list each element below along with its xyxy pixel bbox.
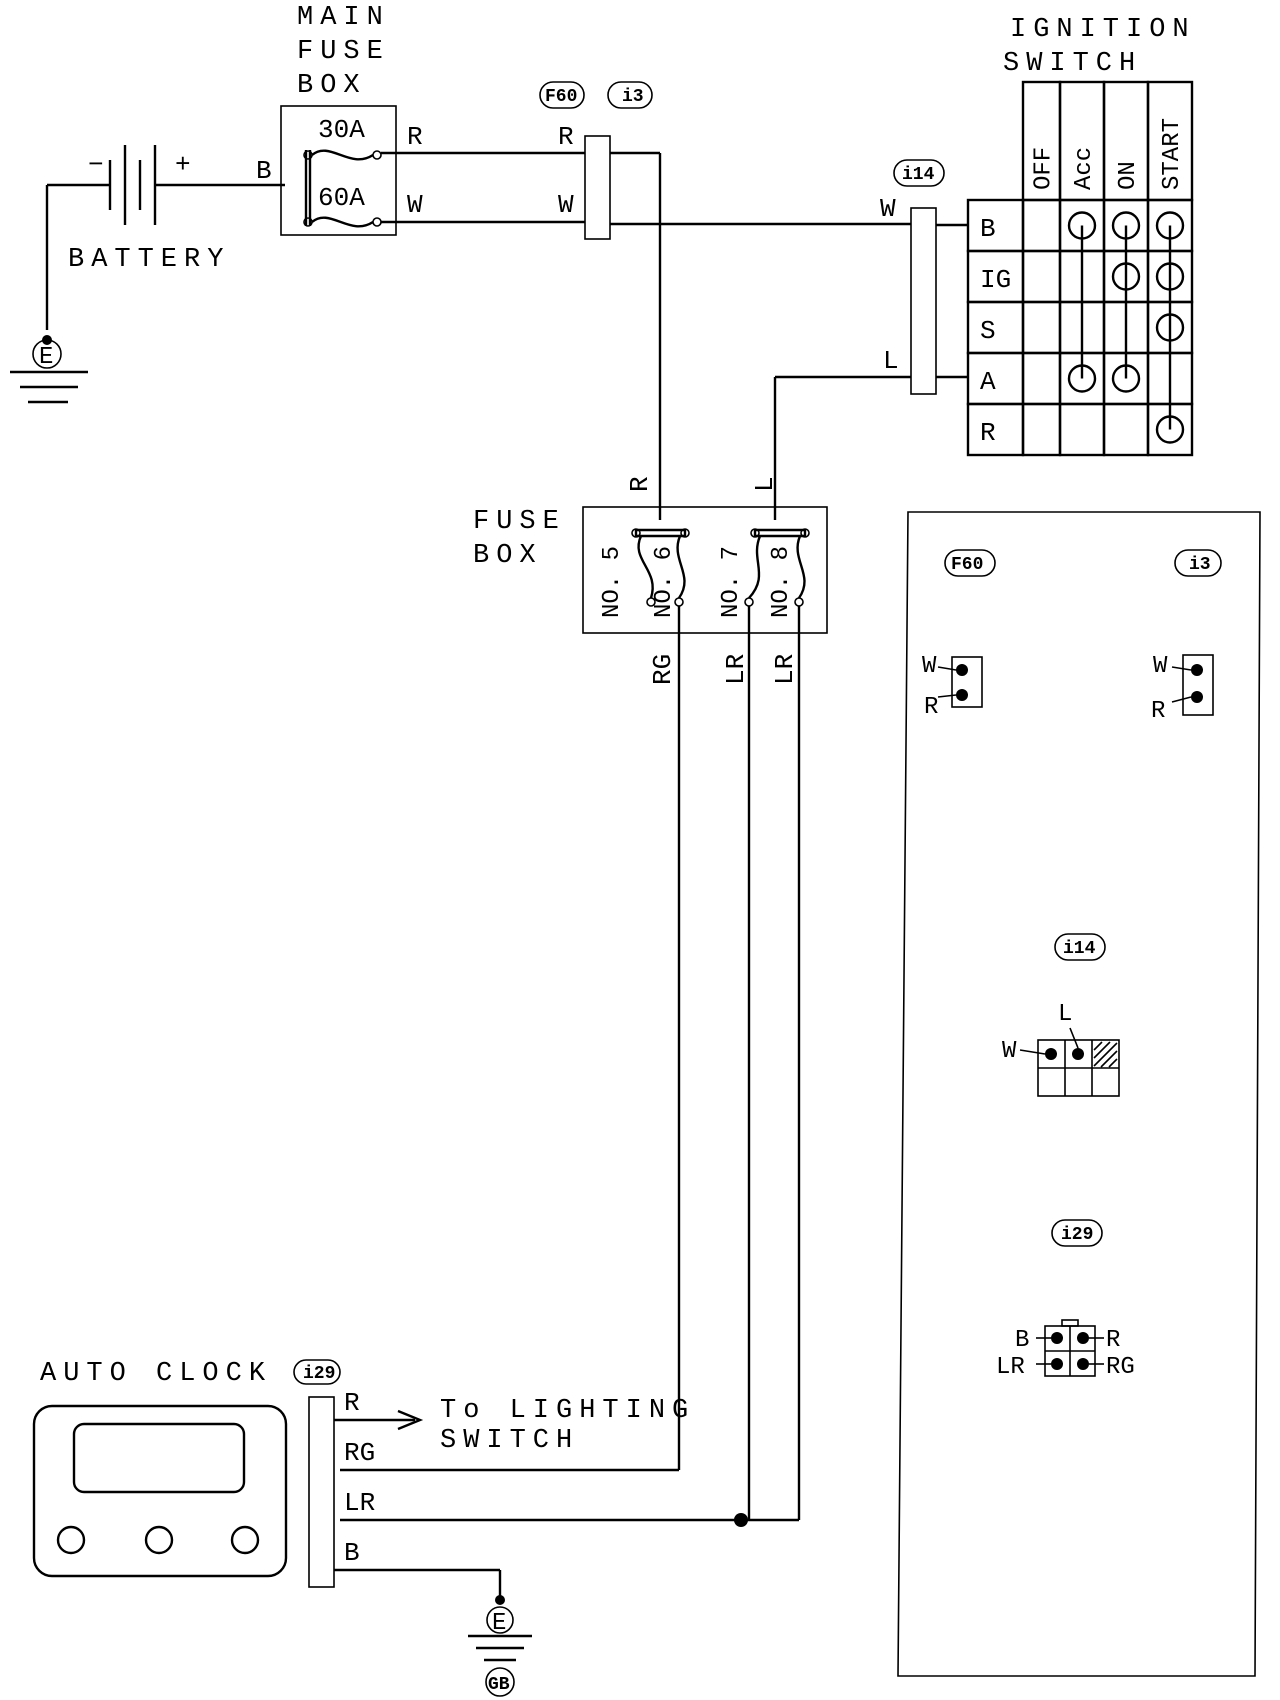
auto-clock-label: AUTO CLOCK [40, 1359, 272, 1389]
view-i29-tag: i29 [1061, 1225, 1093, 1245]
view-i3-pin-r: R [1151, 698, 1165, 725]
connector-f60-i3: F60 i3 R W [539, 81, 653, 240]
view-i29-pin-rg: RG [1106, 1354, 1135, 1381]
fuse-box-title-1: FUSE [473, 507, 566, 537]
fuse-30a-label: 30A [318, 115, 365, 145]
view-i14-hatch [1093, 1041, 1118, 1068]
fuse-no8-label: NO. 8 [768, 546, 795, 618]
connection-on-b [1111, 211, 1141, 240]
connector-i29-tag: i29 [303, 1364, 335, 1384]
ignition-switch: IGNITION SWITCH B IG SAR OFF Acc ON START [966, 15, 1196, 457]
connector-i14-wire-l: L [883, 346, 899, 376]
connector-i14-tag: i14 [902, 165, 935, 185]
auto-clock: AUTO CLOCK [32, 1359, 288, 1578]
ignition-switch-title-1: IGNITION [1010, 15, 1196, 45]
fuse-60a-label: 60A [318, 183, 365, 213]
battery-ground-label: E [39, 344, 53, 371]
connector-i14: i14 W L [880, 159, 945, 395]
view-i14-pin-w: W [1002, 1038, 1017, 1065]
fuse-no5-label: NO. 5 [599, 546, 626, 618]
lighting-switch-note-2: SWITCH [440, 1426, 579, 1456]
connection-start-r [1155, 415, 1185, 444]
clock-ground: E GB [468, 1595, 532, 1697]
fuse-box-title-2: BOX [473, 541, 543, 571]
terminal-a: A [980, 367, 996, 397]
terminal-s: S [980, 316, 996, 346]
wire-splice-dot [734, 1513, 748, 1527]
fuse-box-output-lr-1: LR [721, 654, 751, 685]
fuse-no7-label: NO. 7 [718, 546, 745, 618]
view-i29-pin-r: R [1106, 1327, 1120, 1354]
position-off: OFF [1031, 147, 1058, 190]
battery-plus: + [175, 150, 191, 180]
position-acc: Acc [1071, 147, 1098, 190]
connector-f60-tag: F60 [545, 87, 577, 107]
view-f60-tag: F60 [951, 555, 983, 575]
main-fuse-output-w: W [407, 190, 423, 220]
view-f60-pin-r: R [924, 694, 938, 721]
main-fuse-box-title-2: FUSE [297, 37, 390, 67]
connector-f60-wire-w: W [558, 190, 574, 220]
terminal-r: R [980, 418, 996, 448]
fuse-box-input-r: R [625, 476, 655, 492]
main-fuse-box-title-1: MAIN [297, 3, 390, 33]
view-i14-tag: i14 [1063, 939, 1096, 959]
connector-i29: i29 R RG LR B [293, 1359, 375, 1588]
fuse-box-output-lr-2: LR [770, 654, 800, 685]
connector-views-panel: F60 W R i3 W R i14 [897, 511, 1261, 1677]
connector-i14-wire-w: W [880, 194, 896, 224]
main-fuse-input-wire: B [256, 156, 272, 186]
main-fuse-box-title-3: BOX [297, 71, 367, 101]
clock-pin-lr: LR [344, 1488, 375, 1518]
clock-ground-label: E [492, 1610, 506, 1637]
connection-acc-a [1067, 364, 1097, 393]
lighting-switch-note-1: To LIGHTING [440, 1396, 695, 1426]
view-i14-pin-l: L [1058, 1001, 1072, 1028]
clock-pin-b: B [344, 1538, 360, 1568]
view-i3-tag: i3 [1189, 555, 1211, 575]
main-fuse-box: MAIN FUSE BOX 30A 60A B R W [256, 3, 423, 236]
terminal-ig: IG [980, 265, 1011, 295]
connector-f60-wire-r: R [558, 122, 574, 152]
connection-acc-b [1067, 211, 1097, 240]
battery: − + BATTERY E [10, 145, 285, 404]
main-fuse-output-r: R [407, 122, 423, 152]
connection-start-b [1155, 211, 1185, 240]
battery-minus: − [88, 150, 104, 180]
view-i29-pin-b: B [1015, 1327, 1029, 1354]
fuse-box: FUSE BOX R L NO. 5 NO. 6 NO. 7 NO. 8 RG … [473, 476, 828, 685]
ignition-switch-title-2: SWITCH [1003, 49, 1142, 79]
terminal-b: B [980, 214, 996, 244]
position-on: ON [1115, 161, 1142, 190]
ignition-switch-table: B IG SAR OFF Acc ON START [966, 80, 1194, 457]
position-start: START [1159, 118, 1186, 190]
view-i3-pin-w: W [1153, 653, 1168, 680]
fuse-no6-label: NO. 6 [651, 546, 678, 618]
view-f60-pin-w: W [922, 653, 937, 680]
fuse-box-input-l: L [750, 476, 780, 492]
connection-start-s [1155, 313, 1185, 342]
clock-pin-rg: RG [344, 1438, 375, 1468]
battery-ground: E [10, 335, 88, 404]
fuse-box-output-rg: RG [648, 654, 678, 685]
connection-on-a [1111, 364, 1141, 393]
clock-pin-r: R [344, 1388, 360, 1418]
connection-on-ig [1111, 262, 1141, 291]
clock-ground-code: GB [488, 1675, 510, 1695]
connection-start-ig [1155, 262, 1185, 291]
battery-label: BATTERY [68, 245, 230, 275]
view-i29-pin-lr: LR [996, 1354, 1025, 1381]
connector-i3-tag: i3 [622, 87, 644, 107]
